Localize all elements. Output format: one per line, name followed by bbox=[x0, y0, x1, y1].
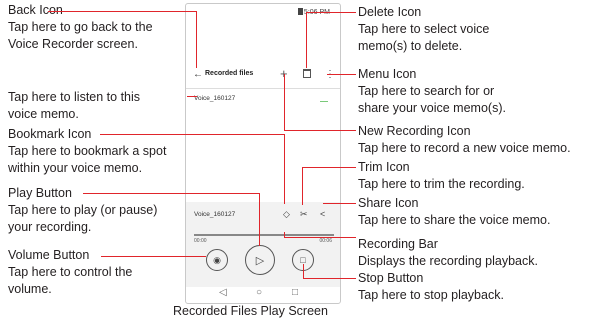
stop-callout-line-v bbox=[303, 264, 304, 279]
volume-button-annotation: Volume Button Tap here to control the vo… bbox=[8, 248, 133, 296]
play-button-annotation: Play Button Tap here to play (or pause) … bbox=[8, 186, 158, 234]
voice-memo-list-item[interactable]: Voice_160127 bbox=[194, 95, 236, 102]
trim-callout-line-v bbox=[302, 167, 303, 205]
menu-icon-annotation: Menu Icon Tap here to search for or shar… bbox=[358, 67, 506, 115]
back-icon[interactable]: ← bbox=[193, 69, 203, 80]
player-panel: Voice_160127 ◇ ✂ < 00:00 00:06 ◉ ▷ □ bbox=[186, 202, 340, 287]
volume-button[interactable]: ◉ bbox=[206, 249, 228, 271]
player-file-name: Voice_160127 bbox=[194, 211, 236, 218]
list-item-indicator bbox=[320, 101, 328, 102]
time-end: 00:06 bbox=[319, 238, 332, 244]
new-recording-callout-line-v bbox=[284, 74, 285, 130]
trim-icon-annotation: Trim Icon Tap here to trim the recording… bbox=[358, 160, 525, 191]
play-callout-line bbox=[83, 193, 259, 194]
new-recording-icon[interactable]: + bbox=[280, 66, 288, 81]
listen-callout-line bbox=[187, 96, 197, 97]
back-callout-line-v bbox=[196, 11, 197, 68]
share-icon-annotation: Share Icon Tap here to share the voice m… bbox=[358, 196, 551, 227]
delete-callout-line-v bbox=[306, 12, 307, 68]
phone-screen: 5:06 PM ← Recorded files + ⋮ Voice_16012… bbox=[185, 3, 341, 304]
delete-icon-annotation: Delete Icon Tap here to select voice mem… bbox=[358, 5, 490, 53]
bookmark-callout-line-v bbox=[284, 134, 285, 204]
stop-button-annotation: Stop Button Tap here to stop playback. bbox=[358, 271, 504, 302]
recording-bar-annotation: Recording Bar Displays the recording pla… bbox=[358, 237, 538, 268]
listen-annotation: Tap here to listen to this voice memo. bbox=[8, 90, 141, 121]
play-button[interactable]: ▷ bbox=[245, 245, 275, 275]
share-icon[interactable]: < bbox=[320, 209, 326, 219]
share-callout-line bbox=[323, 203, 356, 204]
nav-home-icon[interactable]: ○ bbox=[256, 287, 263, 298]
figure-caption: Recorded Files Play Screen bbox=[173, 304, 328, 318]
bookmark-callout-line bbox=[100, 134, 284, 135]
time-start: 00:00 bbox=[194, 238, 207, 244]
bookmark-icon-annotation: Bookmark Icon Tap here to bookmark a spo… bbox=[8, 127, 167, 175]
trim-icon[interactable]: ✂ bbox=[300, 209, 308, 219]
new-recording-icon-annotation: New Recording Icon Tap here to record a … bbox=[358, 124, 571, 155]
stop-callout-line bbox=[303, 278, 356, 279]
recording-bar-callout-line-v bbox=[284, 232, 285, 238]
trim-callout-line bbox=[302, 167, 356, 168]
volume-callout-line bbox=[101, 256, 206, 257]
system-nav-bar: ◁ ○ □ bbox=[186, 285, 340, 303]
app-bar: ← Recorded files + ⋮ bbox=[186, 66, 340, 84]
play-callout-line-v bbox=[259, 193, 260, 246]
nav-back-icon[interactable]: ◁ bbox=[219, 287, 227, 298]
battery-icon bbox=[297, 8, 303, 15]
back-icon-annotation: Back Icon Tap here to go back to the Voi… bbox=[8, 3, 153, 51]
bookmark-icon[interactable]: ◇ bbox=[283, 209, 290, 219]
back-callout-line bbox=[48, 11, 196, 12]
nav-recents-icon[interactable]: □ bbox=[292, 287, 299, 298]
app-bar-title: Recorded files bbox=[205, 70, 254, 77]
recording-bar[interactable] bbox=[194, 234, 334, 236]
menu-callout-line bbox=[327, 74, 356, 75]
delete-icon[interactable] bbox=[303, 69, 311, 78]
delete-callout-line bbox=[306, 12, 356, 13]
recording-bar-callout-line bbox=[284, 237, 356, 238]
divider bbox=[186, 88, 340, 89]
new-recording-callout-line bbox=[284, 130, 356, 131]
